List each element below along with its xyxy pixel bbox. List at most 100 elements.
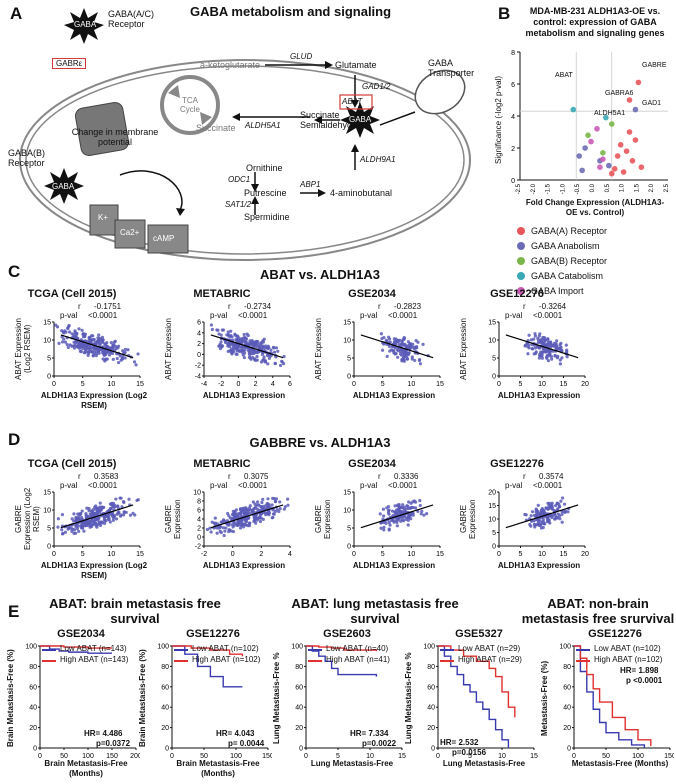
gaba-label-top: GABA: [74, 20, 97, 29]
volcano-point: [582, 145, 588, 151]
section-title-lung: ABAT: lung metastasis free survival: [291, 596, 459, 626]
xtick: 0: [231, 551, 235, 558]
scatter-point: [235, 352, 239, 356]
legend-marker: [517, 287, 525, 295]
scatter-point: [111, 504, 115, 508]
ytick: 10: [193, 490, 201, 497]
ca-channel: [114, 219, 146, 249]
scatter-point: [385, 354, 389, 358]
km-legend-low: Low ABAT (n=40): [326, 644, 389, 653]
scatter-point: [84, 346, 88, 351]
scatter-point: [74, 516, 78, 520]
scatter-point: [536, 503, 540, 507]
scatter-point: [77, 342, 81, 346]
scatter-point: [117, 344, 121, 348]
scatter-point: [262, 355, 266, 359]
scatter-point: [538, 352, 542, 356]
scatter-point: [243, 522, 247, 526]
volcano-point: [632, 106, 639, 113]
scatter-point: [60, 340, 65, 344]
scatter-point: [382, 528, 386, 532]
scatter-point: [394, 351, 398, 356]
km-curve-low: [40, 645, 112, 654]
ytick: -4: [195, 374, 201, 381]
km-legend-swatch-low: [42, 649, 56, 651]
km-curve-high: [40, 645, 112, 649]
ytick: 0: [492, 374, 496, 381]
scatter-point: [258, 516, 262, 520]
ytick: 0: [492, 544, 496, 551]
scatter-point: [547, 507, 551, 511]
km-xtick: 10: [498, 753, 506, 760]
km-ytick: 20: [427, 725, 435, 732]
scatter-ylabel: GABRE Expression (Log2 RSEM): [14, 487, 41, 551]
scatter-xlabel: ALDH1A3 Expression (Log2 RSEM): [40, 391, 148, 410]
scatter-point: [105, 514, 110, 518]
km-xtick: 15: [398, 753, 406, 760]
ytick: 10: [343, 338, 351, 345]
scatter-point: [94, 342, 98, 346]
panel-letter-a: A: [10, 4, 23, 23]
scatter-point: [259, 512, 264, 516]
scatter-point: [410, 345, 414, 349]
volcano-point: [614, 153, 621, 159]
scatter-point: [267, 502, 271, 507]
scatter-point: [237, 523, 241, 527]
volcano-point: [629, 158, 636, 164]
km-curve-high: [438, 645, 516, 718]
ytick: 10: [488, 338, 496, 345]
scatter-point: [411, 342, 415, 346]
scatter-point: [381, 507, 386, 511]
xtick: 0: [497, 551, 501, 558]
scatter-point: [564, 343, 568, 347]
legend-label: GABA Catabolism: [531, 271, 604, 281]
scatter-point: [221, 526, 225, 530]
ytick: 0: [47, 374, 51, 381]
label-gabra6: GABRA6: [605, 90, 634, 97]
scatter-point: [70, 517, 74, 521]
scatter-point: [109, 341, 113, 345]
scatter-ylabel: ABAT Expression: [314, 318, 323, 380]
label-gad1: GAD1: [642, 100, 662, 107]
scatter-point: [73, 329, 77, 333]
scatter-point: [243, 351, 247, 355]
xtick: 10: [407, 381, 415, 388]
scatter-point: [123, 350, 127, 355]
km-pval: p=0.0156: [452, 748, 487, 757]
km-ylabel: Brain Metastasis-Free (%): [138, 649, 147, 747]
scatter-point: [546, 359, 550, 363]
km-xtick: 10: [366, 753, 374, 760]
xtick: 0: [352, 551, 356, 558]
scatter-point: [115, 356, 119, 361]
km-ytick: 40: [161, 705, 169, 712]
scatter-point: [413, 506, 418, 510]
panel-a-title: GABA metabolism and signaling: [190, 4, 392, 19]
ytick: 15: [43, 490, 51, 497]
scatter-point: [123, 347, 128, 352]
scatter-title: TCGA (Cell 2015): [27, 458, 117, 470]
legend-label: GABA Import: [531, 286, 584, 296]
scatter-point: [272, 346, 276, 350]
km-title: GSE2034: [57, 628, 105, 640]
scatter-point: [66, 345, 70, 350]
scatter-point: [244, 337, 249, 341]
scatter-point: [527, 346, 531, 350]
scatter-point: [554, 515, 558, 519]
scatter-point: [94, 516, 99, 520]
scatter-point: [384, 338, 388, 342]
scatter-point: [538, 332, 542, 336]
km-legend-low: Low ABAT (n=102): [594, 644, 661, 653]
legend-marker: [517, 242, 525, 250]
km-ytick: 40: [295, 705, 303, 712]
scatter-point: [116, 511, 121, 515]
scatter-ylabel: ABAT Expression: [164, 318, 173, 380]
km-ytick: 100: [25, 644, 37, 651]
scatter-point: [418, 499, 422, 503]
km-xtick: 0: [572, 753, 576, 760]
scatter-point: [60, 528, 64, 532]
scatter-point: [541, 520, 546, 524]
xtick: 10: [107, 381, 115, 388]
scatter-point: [72, 531, 76, 536]
scatter-ylabel: GABRE Expression: [314, 499, 332, 539]
scatter-point: [559, 499, 563, 503]
